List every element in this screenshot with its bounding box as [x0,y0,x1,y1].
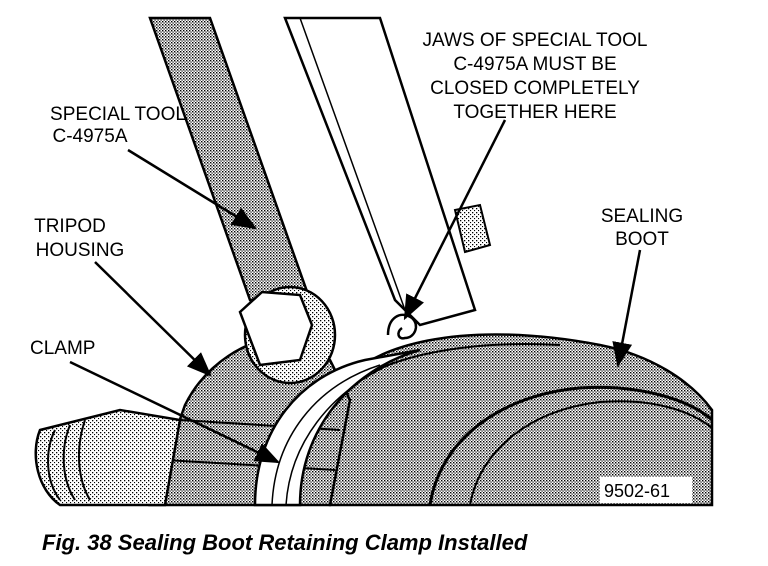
label-sealing-boot: SEALING BOOT [601,206,683,250]
hex-bolt-shape [238,285,337,385]
clamp-ear-shape [386,313,418,340]
jaws-leader [403,119,507,321]
tripod-housing-label-line-2: HOUSING [36,240,125,261]
figure-number: 9502-61 [604,481,670,501]
clamp-label: CLAMP [30,338,95,359]
splined-shaft-shape [34,408,182,507]
leader-arrows [69,119,642,464]
jaws-note-line-2: C-4975A MUST BE [453,54,616,75]
special-tool-handle-shape [148,16,312,302]
special-tool-label-line-1: SPECIAL TOOL [50,104,186,125]
label-tripod-housing: TRIPOD HOUSING [34,216,124,261]
figure-caption: Fig. 38 Sealing Boot Retaining Clamp Ins… [42,530,528,555]
sealing-boot-label-line-1: SEALING [601,206,683,227]
sealing-boot-leader [612,249,642,368]
tripod-housing-label-line-1: TRIPOD [34,216,106,237]
clamp-leader [69,360,281,464]
jaws-note-line-3: CLOSED COMPLETELY [430,78,640,99]
special-tool-leader [127,148,258,230]
special-tool-label-line-2: C-4975A [53,126,128,147]
jaws-note-line-1: JAWS OF SPECIAL TOOL [423,30,648,51]
adjuster-screw-shape [453,203,492,254]
sealing-boot-shape [328,333,714,507]
label-special-tool: SPECIAL TOOL C-4975A [50,104,186,147]
special-tool-jaw-shape [283,16,477,327]
clamp-band-shape [253,348,421,507]
jaws-note-line-4: TOGETHER HERE [453,102,616,123]
label-jaws-note: JAWS OF SPECIAL TOOL C-4975A MUST BE CLO… [423,30,648,123]
sealing-boot-label-line-2: BOOT [615,229,669,250]
tripod-housing-leader [94,261,212,377]
